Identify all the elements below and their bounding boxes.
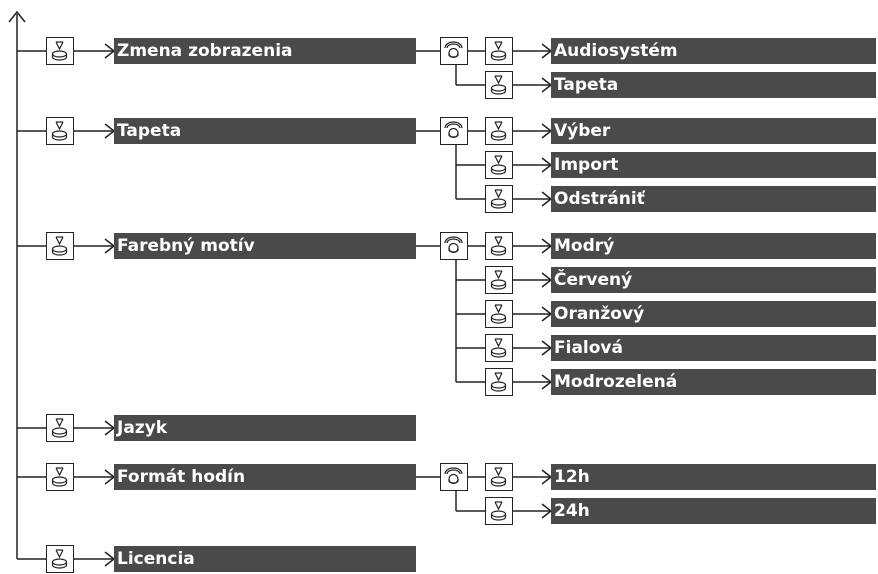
press-icon [485, 266, 513, 294]
press-icon [485, 71, 513, 99]
rotate-icon [440, 463, 468, 491]
submenu-item[interactable]: Červený [551, 267, 876, 293]
rotate-icon [440, 232, 468, 260]
submenu-item[interactable]: Modrý [551, 233, 876, 259]
press-icon [46, 463, 74, 491]
submenu-item[interactable]: Import [551, 152, 876, 178]
press-icon [46, 232, 74, 260]
press-icon [46, 117, 74, 145]
submenu-item[interactable]: Oranžový [551, 301, 876, 327]
spine-arrow-tip [8, 10, 26, 23]
submenu-item[interactable]: Modrozelená [551, 369, 876, 395]
press-icon [46, 37, 74, 65]
press-icon [485, 334, 513, 362]
press-icon [485, 232, 513, 260]
submenu-item[interactable]: 12h [551, 464, 876, 490]
submenu-item[interactable]: Tapeta [551, 72, 876, 98]
press-icon [485, 463, 513, 491]
press-icon [485, 117, 513, 145]
menu-item[interactable]: Tapeta [114, 118, 416, 144]
menu-item[interactable]: Zmena zobrazenia [114, 38, 416, 64]
submenu-item[interactable]: Fialová [551, 335, 876, 361]
press-icon [46, 414, 74, 442]
submenu-item[interactable]: Odstrániť [551, 186, 876, 212]
menu-item[interactable]: Licencia [114, 546, 416, 572]
press-icon [485, 151, 513, 179]
submenu-item[interactable]: Výber [551, 118, 876, 144]
press-icon [485, 300, 513, 328]
press-icon [485, 37, 513, 65]
submenu-item[interactable]: Audiosystém [551, 38, 876, 64]
press-icon [485, 368, 513, 396]
menu-item[interactable]: Jazyk [114, 415, 416, 441]
press-icon [485, 185, 513, 213]
rotate-icon [440, 37, 468, 65]
press-icon [485, 497, 513, 525]
menu-item[interactable]: Formát hodín [114, 464, 416, 490]
rotate-icon [440, 117, 468, 145]
submenu-item[interactable]: 24h [551, 498, 876, 524]
press-icon [46, 545, 74, 573]
menu-item[interactable]: Farebný motív [114, 233, 416, 259]
